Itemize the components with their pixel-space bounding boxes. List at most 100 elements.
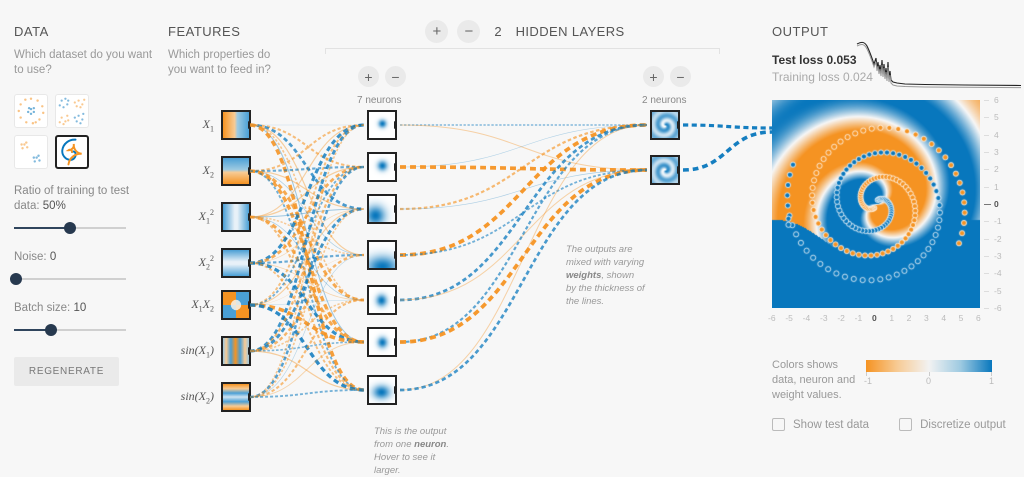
- feature-label-sinx1: sin(X1): [180, 342, 214, 360]
- ratio-slider-block: Ratio of training to test data: 50%: [14, 184, 154, 235]
- heatmap-x-tick--4: -4: [802, 313, 811, 323]
- annot-w-l3: , shown: [601, 270, 635, 281]
- remove-neuron-layer-2-button[interactable]: −: [670, 66, 691, 87]
- feature-label-x1sq: X12: [198, 208, 214, 226]
- feature-label-x2sq: X22: [198, 254, 214, 272]
- feature-label-x1: X1: [202, 116, 214, 134]
- test-loss-value: 0.053: [826, 53, 857, 67]
- hidden-1-neuron-2[interactable]: [367, 152, 397, 182]
- hidden-1-neuron-5[interactable]: [367, 285, 397, 315]
- heatmap-y-tick-0: 0: [994, 199, 999, 209]
- dataset-exclusive-or[interactable]: [55, 94, 89, 128]
- data-panel-subtitle: Which dataset do you want to use?: [14, 49, 153, 76]
- batch-slider[interactable]: [14, 323, 126, 337]
- ratio-value: 50%: [42, 200, 66, 212]
- feature-port-x1: [248, 121, 249, 129]
- batch-label-text: Batch size:: [14, 302, 71, 314]
- noise-slider[interactable]: [10, 272, 126, 286]
- ratio-slider[interactable]: [14, 221, 126, 235]
- hidden-1-neuron-2-thumbnail: [369, 154, 395, 180]
- annot-n-l4: Hover to see it: [374, 452, 436, 463]
- feature-node-x1[interactable]: [221, 110, 251, 140]
- discretize-output-checkbox[interactable]: Discretize output: [899, 418, 1006, 431]
- heatmap-x-tick--6: -6: [768, 313, 776, 323]
- feature-label-x2: X2: [202, 162, 214, 180]
- heatmap-y-tick--5: -5: [994, 285, 1002, 296]
- hidden-1-neuron-3[interactable]: [367, 194, 397, 224]
- hidden-1-neuron-7-thumbnail: [369, 377, 395, 403]
- dataset-spiral[interactable]: [55, 135, 89, 169]
- hidden-1-neuron-3-port: [394, 205, 395, 213]
- annot-w-bold: weights: [566, 270, 602, 281]
- dataset-gaussian[interactable]: [14, 135, 48, 169]
- hidden-2-neuron-1-thumbnail: [652, 112, 678, 138]
- feature-node-sinx2[interactable]: [221, 382, 251, 412]
- ratio-label-text: Ratio of training to test data:: [14, 185, 130, 212]
- heatmap-y-tick--3: -3: [994, 251, 1002, 261]
- hidden-2-neuron-2-port: [677, 166, 678, 174]
- add-layer-button[interactable]: +: [425, 20, 449, 43]
- heatmap-x-tick-3: 3: [924, 313, 929, 323]
- feature-port-sinx2: [248, 393, 249, 401]
- hidden-1-neuron-5-thumbnail: [369, 287, 395, 313]
- feature-label-sinx2: sin(X2): [180, 388, 214, 406]
- training-loss-label: Training loss: [772, 70, 840, 84]
- show-test-data-box[interactable]: [772, 418, 785, 431]
- annot-w-l5: the lines.: [566, 296, 605, 307]
- hidden-2-neuron-2-thumbnail: [652, 157, 678, 183]
- regenerate-button[interactable]: REGENERATE: [14, 357, 119, 386]
- add-neuron-layer-2-button[interactable]: +: [643, 66, 664, 87]
- feature-port-x2sq: [248, 259, 249, 267]
- heatmap-y-tick-4: 4: [994, 129, 999, 140]
- feature-row-sinx2: sin(X2): [168, 382, 251, 412]
- hidden-1-neuron-1[interactable]: [367, 110, 397, 140]
- test-loss-label: Test loss: [772, 53, 824, 67]
- hidden-1-neuron-3-thumbnail: [369, 196, 395, 222]
- training-loss-row: Training loss 0.024: [772, 70, 1022, 84]
- remove-layer-button[interactable]: −: [457, 20, 481, 43]
- hidden-2-neuron-1[interactable]: [650, 110, 680, 140]
- show-test-data-checkbox[interactable]: Show test data: [772, 418, 869, 431]
- layer-2-controls: + −: [643, 66, 691, 87]
- heatmap-y-tick--1: -1: [994, 216, 1002, 227]
- discretize-output-box[interactable]: [899, 418, 913, 431]
- feature-row-x2sq: X22: [168, 248, 251, 278]
- noise-slider-block: Noise: 0: [10, 250, 154, 286]
- annotation-neuron: This is the output from one neuron. Hove…: [374, 425, 460, 477]
- feature-row-x1x2: X1X2: [168, 290, 251, 320]
- feature-node-sinx1[interactable]: [221, 336, 251, 366]
- feature-node-x1sq[interactable]: [221, 202, 251, 232]
- feature-port-x2: [248, 167, 249, 175]
- hidden-2-neuron-1-port: [677, 121, 678, 129]
- hidden-1-neuron-6[interactable]: [367, 327, 397, 357]
- heatmap-y-tick-3: 3: [994, 147, 999, 157]
- hidden-1-neuron-4[interactable]: [367, 240, 397, 270]
- dataset-thumbnail-grid: [14, 94, 154, 169]
- output-options: Show test data Discretize output: [772, 418, 1006, 431]
- features-panel-title: FEATURES: [168, 24, 241, 39]
- hidden-1-neuron-6-port: [394, 338, 395, 346]
- feature-node-x2[interactable]: [221, 156, 251, 186]
- network-frame: [325, 48, 720, 54]
- annot-n-l5: larger.: [374, 465, 401, 476]
- annotation-weights: The outputs are mixed with varying weigh…: [566, 243, 650, 308]
- feature-node-x2sq[interactable]: [221, 248, 251, 278]
- hidden-1-neuron-7[interactable]: [367, 375, 397, 405]
- output-heatmap[interactable]: [772, 100, 980, 308]
- dataset-circle[interactable]: [14, 94, 48, 128]
- remove-neuron-layer-1-button[interactable]: −: [385, 66, 406, 87]
- feature-node-x1x2[interactable]: [221, 290, 251, 320]
- heatmap-x-tick--2: -2: [837, 313, 845, 323]
- feature-row-sinx1: sin(X1): [168, 336, 251, 366]
- add-neuron-layer-1-button[interactable]: +: [358, 66, 379, 87]
- color-legend-text: Colors shows data, neuron and weight val…: [772, 359, 856, 401]
- loss-chart: [856, 41, 1022, 89]
- legend-tick-mid: 0: [926, 376, 932, 386]
- hidden-2-neuron-2[interactable]: [650, 155, 680, 185]
- test-loss-row: Test loss 0.053: [772, 53, 1022, 67]
- heatmap-x-tick-4: 4: [941, 313, 947, 323]
- hidden-layers-header: + − 2 HIDDEN LAYERS: [325, 20, 725, 43]
- features-panel-subtitle: Which properties do you want to feed in?: [168, 49, 271, 76]
- features-panel: FEATURES Which properties do you want to…: [168, 24, 288, 78]
- noise-value: 0: [49, 251, 57, 263]
